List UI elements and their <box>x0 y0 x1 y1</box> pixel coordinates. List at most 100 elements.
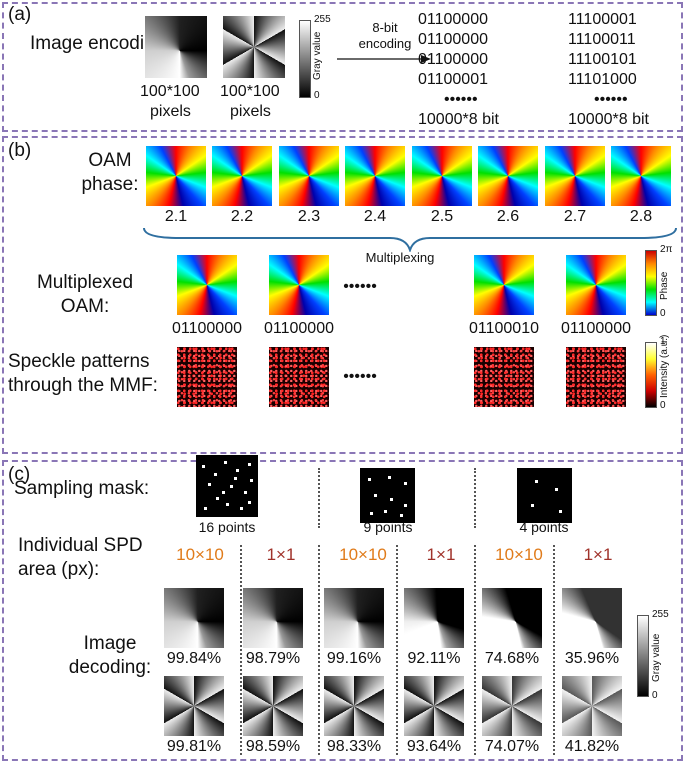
divider <box>474 468 476 528</box>
row2-pct: 74.07% <box>484 738 540 755</box>
bit-row: 01100000 <box>418 11 488 28</box>
oam-title-2: phase: <box>81 174 139 195</box>
decode-gray-colorbar <box>637 615 649 697</box>
phase-bar-max: 2π <box>660 244 673 255</box>
sampling-mask-4 <box>517 468 572 523</box>
decoded-star <box>164 676 224 736</box>
colorbar-max: 255 <box>314 14 331 25</box>
row2-pct: 93.64% <box>406 738 462 755</box>
oam-phase-tile <box>279 146 339 206</box>
decoded-ramp <box>243 588 303 648</box>
panel-b-tag: (b) <box>8 140 32 161</box>
mux-oam-tile <box>474 255 534 315</box>
divider <box>474 545 476 755</box>
bit-ellipsis: •••••• <box>444 91 478 108</box>
bit-ellipsis: •••••• <box>594 91 628 108</box>
decoded-ramp <box>164 588 224 648</box>
mask-label: 4 points <box>519 519 569 535</box>
bit-column-1: 01100000 01100000 01100000 01100001 ••••… <box>418 10 528 130</box>
sample-point <box>248 501 251 504</box>
encoding-arrow <box>337 55 431 63</box>
img1-size: 100*100 <box>140 83 200 100</box>
img2-unit: pixels <box>230 103 271 120</box>
mux-oam-tile <box>177 255 237 315</box>
speckle-pattern <box>177 347 237 407</box>
panel-b <box>2 136 683 454</box>
colorbar-label: Gray value <box>312 31 323 80</box>
row1-pct: 99.16% <box>326 650 382 667</box>
oam-phase-tile <box>345 146 405 206</box>
image-encoding-title: Image encoding: <box>30 33 171 54</box>
panel-c <box>2 460 683 761</box>
oam-value: 2.2 <box>230 208 254 225</box>
phase-colorbar <box>645 250 657 316</box>
sample-point <box>559 510 562 513</box>
sample-point <box>208 483 211 486</box>
divider <box>396 545 398 755</box>
gray-star-image <box>223 16 285 78</box>
sampling-mask-16 <box>196 455 258 517</box>
sample-point <box>222 491 225 494</box>
oam-phase-tile <box>212 146 272 206</box>
spd-area: 10×10 <box>176 545 224 564</box>
sample-point <box>226 503 229 506</box>
sample-point <box>390 498 393 501</box>
row1-pct: 74.68% <box>484 650 540 667</box>
mux-title-1: Multiplexed <box>36 272 134 293</box>
oam-value: 2.5 <box>430 208 454 225</box>
oam-phase-tile <box>412 146 472 206</box>
decoded-star <box>243 676 303 736</box>
speckle-ellipsis: •••••• <box>343 368 377 385</box>
arrow-label-1: 8-bit <box>372 20 398 35</box>
bit-row: 01100000 <box>418 31 488 48</box>
sample-point <box>384 510 387 513</box>
row2-pct: 98.33% <box>326 738 382 755</box>
phase-bar-label: Phase <box>659 271 670 300</box>
sample-point <box>374 494 377 497</box>
mux-code: 01100010 <box>469 320 539 337</box>
oam-value: 2.1 <box>164 208 188 225</box>
divider <box>318 545 320 755</box>
multiplexing-label: Multiplexing <box>365 250 435 265</box>
mux-oam-tile <box>566 255 626 315</box>
oam-value: 2.3 <box>297 208 321 225</box>
oam-value: 2.8 <box>629 208 653 225</box>
row1-pct: 35.96% <box>564 650 620 667</box>
sample-point <box>531 504 534 507</box>
mux-oam-tile <box>269 255 329 315</box>
speckle-pattern <box>474 347 534 407</box>
sample-point <box>404 504 407 507</box>
speckle-pattern <box>269 347 329 407</box>
sampling-mask-9 <box>360 468 415 523</box>
sample-point <box>244 491 247 494</box>
oam-phase-tile <box>146 146 206 206</box>
sample-point <box>236 469 239 472</box>
row1-pct: 98.79% <box>245 650 301 667</box>
intensity-colorbar <box>645 342 657 408</box>
divider <box>318 468 320 528</box>
oam-title-1: OAM <box>88 150 132 171</box>
colorbar-min: 0 <box>314 90 320 101</box>
divider <box>553 545 555 755</box>
spd-area: 10×10 <box>495 545 543 564</box>
decode-title-2: decoding: <box>68 657 152 678</box>
oam-phase-tile <box>545 146 605 206</box>
mux-code: 01100000 <box>172 320 242 337</box>
sample-point <box>404 482 407 485</box>
decoded-star <box>562 676 622 736</box>
oam-value: 2.6 <box>496 208 520 225</box>
panel-a-tag: (a) <box>8 4 32 25</box>
panel-c-tag: (c) <box>8 464 31 485</box>
row2-pct: 41.82% <box>564 738 620 755</box>
row2-pct: 98.59% <box>245 738 301 755</box>
sample-point <box>370 512 373 515</box>
bit-row: 11100001 <box>568 11 637 28</box>
bit-column-2: 11100001 11100011 11100101 11101000 ••••… <box>568 10 678 130</box>
speckle-title-2: through the MMF: <box>8 375 158 396</box>
speckle-pattern <box>566 347 626 407</box>
spd-area: 1×1 <box>266 545 296 564</box>
sample-point <box>230 485 233 488</box>
decoded-ramp <box>404 588 464 648</box>
mux-code: 01100000 <box>561 320 631 337</box>
oam-value: 2.4 <box>363 208 387 225</box>
